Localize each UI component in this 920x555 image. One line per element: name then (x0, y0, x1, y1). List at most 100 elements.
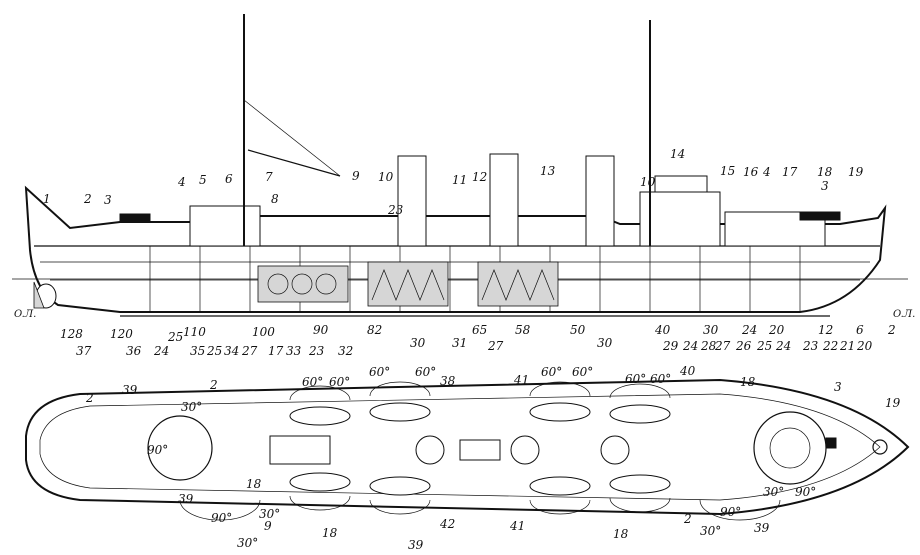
aft-gun-circle (147, 415, 213, 481)
deck-plan-callout-label: 38 (440, 374, 456, 388)
forward-gun (799, 211, 841, 221)
deck-plan-callout-label: 39 (122, 383, 138, 397)
aft-gun (119, 213, 151, 223)
deck-plan-callout-label: 39 (178, 492, 194, 506)
profile-callout-label: 5 (199, 173, 207, 187)
profile-callout-label: 2 (887, 323, 896, 337)
deck-plan-callout-label: 39 (754, 521, 770, 535)
profile-callout-label: 14 (670, 147, 685, 161)
profile-callout-label: 34 (224, 344, 239, 358)
deck-plan-callout-label: 60° (625, 372, 646, 386)
profile-callout-label: 17 (782, 165, 798, 179)
profile-callout-label: O.Л. (893, 309, 915, 320)
deck-plan-callout-label: 90° (147, 443, 168, 457)
profile-callout-label: 23 (387, 203, 404, 217)
deck-plan-callout-label: 30° (700, 524, 721, 538)
profile-callout-label: 24 (682, 339, 698, 353)
profile-callout-label: 23 (308, 344, 325, 358)
profile-callout-label: 15 (720, 164, 735, 178)
profile-callout-label: 58 (515, 323, 531, 337)
profile-callout-label: 3 (104, 193, 112, 207)
deck-plan-callout-label: 42 (439, 517, 455, 531)
forward-gun-circle (753, 411, 827, 485)
deck-plan-callout-label: 60° (302, 375, 323, 389)
profile-callout-label: 24 (153, 344, 169, 358)
deck-plan-callout-label: 90° (795, 485, 816, 499)
deck-plan-callout-label: 19 (885, 396, 901, 410)
rudder (33, 281, 45, 309)
profile-callout-label: 25 (206, 344, 222, 358)
funnel-plan-1 (415, 435, 445, 465)
profile-callout-label: 20 (768, 323, 785, 337)
deck-plan-callout-label: 41 (513, 373, 529, 387)
profile-callout-label: 9 (352, 169, 360, 183)
deck-plan-callout-label: 18 (740, 375, 756, 389)
profile-callout-label: 23 (802, 339, 819, 353)
profile-callout-label: 128 (60, 327, 83, 341)
deck-plan-callout-label: 2 (85, 391, 94, 405)
deck-plan-callout-label: 39 (408, 538, 424, 552)
boat-port-2 (369, 402, 431, 422)
profile-callout-label: 13 (540, 164, 556, 178)
profile-callout-label: 4 (762, 165, 771, 179)
forward-superstructure (639, 191, 721, 247)
profile-callout-label: 20 (856, 339, 873, 353)
deck-plan-callout-label: 30° (259, 507, 280, 521)
profile-callout-label: 27 (714, 339, 731, 353)
firing-arcs (179, 381, 781, 521)
profile-callout-label: 82 (367, 323, 382, 337)
profile-callout-label: 12 (472, 170, 487, 184)
profile-callout-label: 19 (848, 165, 864, 179)
profile-callout-label: 25 (756, 339, 772, 353)
profile-callout-label: 37 (76, 344, 92, 358)
deckhouse-mid (459, 439, 501, 461)
profile-callout-label: 100 (252, 325, 275, 339)
profile-callout-label: 11 (452, 173, 467, 187)
boat-port-1 (289, 406, 351, 426)
profile-callout-label: 24 (775, 339, 791, 353)
profile-callout-label: 7 (265, 170, 273, 184)
deck-plan-callout-label: 30° (181, 400, 202, 414)
profile-callout-label: 35 (190, 344, 205, 358)
deck-plan-callout-label: 9 (264, 519, 272, 533)
deck-plan-callout-label: 60° (572, 365, 593, 379)
boiler-room-2 (477, 261, 559, 307)
profile-callout-label: 10 (378, 170, 394, 184)
profile-callout-label: 26 (735, 339, 752, 353)
profile-callout-label: 30 (410, 336, 426, 350)
forward-gun-inner (769, 427, 811, 469)
profile-callout-label: 120 (110, 327, 133, 341)
profile-callout-label: 65 (472, 323, 487, 337)
deck-plan-view (25, 378, 910, 521)
profile-callout-label: 33 (286, 344, 302, 358)
deckhouse-aft (269, 435, 331, 465)
profile-callout-label: 2 (83, 192, 92, 206)
derrick-boom (247, 149, 341, 177)
deck-plan-callout-label: 90° (211, 511, 232, 525)
funnel-plan-2 (510, 435, 540, 465)
deck-plan-callout-label: 40 (679, 364, 696, 378)
profile-callout-label: 27 (241, 344, 258, 358)
deck-plan-callout-label: 2 (209, 378, 218, 392)
profile-callout-label: 8 (271, 192, 279, 206)
deck-plan-callout-label: 60° (541, 365, 562, 379)
deck-outline (25, 378, 910, 516)
deck-inner-line (39, 393, 881, 501)
profile-callout-label: 16 (743, 165, 759, 179)
profile-callout-label: 36 (126, 344, 142, 358)
profile-callout-label: 10 (640, 175, 656, 189)
profile-callout-label: 17 (268, 344, 284, 358)
boat-stbd-2 (369, 476, 431, 496)
profile-callout-label: 12 (818, 323, 833, 337)
aft-superstructure (189, 205, 261, 247)
funnel-2 (489, 153, 519, 247)
profile-callout-label: 22 (822, 339, 838, 353)
profile-callout-label: 32 (338, 344, 353, 358)
deck-plan-callout-label: 60° (369, 365, 390, 379)
profile-callout-label: 27 (487, 339, 504, 353)
deck-plan-callout-label: 41 (509, 519, 525, 533)
boat-stbd-4 (609, 474, 671, 494)
profile-callout-label: 90 (313, 323, 329, 337)
deck-plan-callout-label: 60° (329, 375, 350, 389)
